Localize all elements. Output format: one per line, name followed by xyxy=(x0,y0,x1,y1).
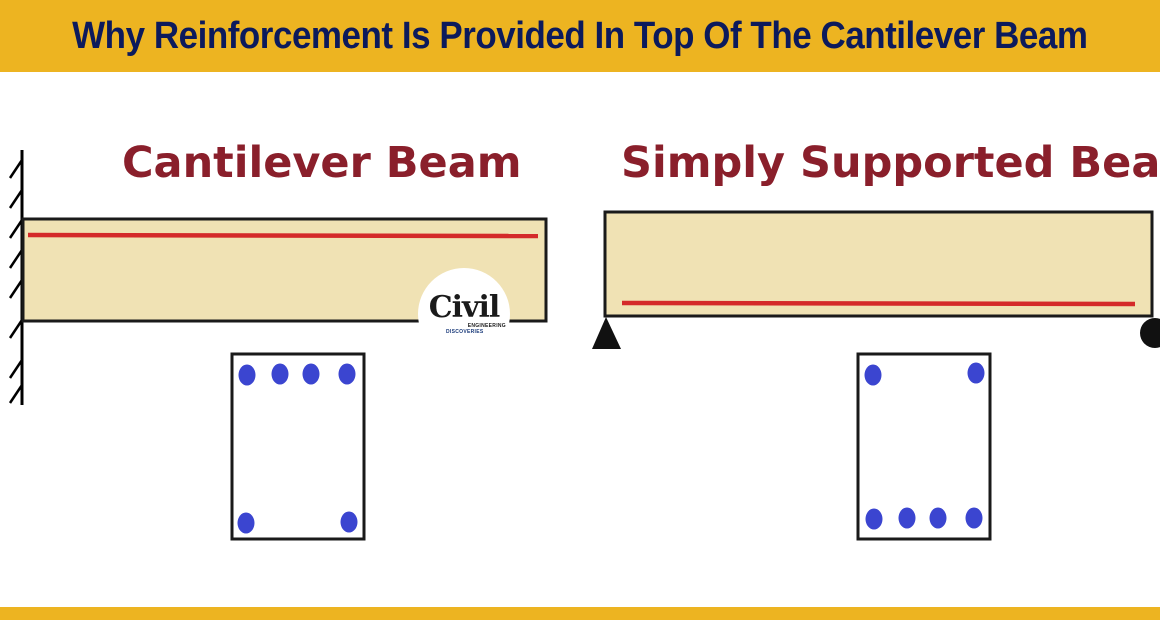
cantilever-top-rebar xyxy=(27,232,539,239)
bottom-bar xyxy=(340,511,358,533)
bottom-bar xyxy=(865,508,883,530)
simply-supported-cross-section xyxy=(856,352,992,541)
simply-supported-bottom-rebar xyxy=(621,300,1136,307)
civil-engineering-logo: Civil ENGINEERING DISCOVERIES xyxy=(418,268,510,360)
footer-banner xyxy=(0,607,1160,620)
logo-subtitle-1: ENGINEERING xyxy=(467,323,506,329)
logo-subtitle-2: DISCOVERIES xyxy=(446,329,484,335)
bottom-bar xyxy=(929,507,947,529)
top-bar xyxy=(271,363,289,385)
bottom-bar xyxy=(898,507,916,529)
header-banner: Why Reinforcement Is Provided In Top Of … xyxy=(0,0,1160,72)
cantilever-cross-section xyxy=(230,352,366,541)
top-bar xyxy=(302,363,320,385)
bottom-bar xyxy=(237,512,255,534)
bottom-bar xyxy=(965,507,983,529)
cantilever-beam-title: Cantilever Beam xyxy=(122,138,522,188)
page-title: Why Reinforcement Is Provided In Top Of … xyxy=(72,14,1088,57)
simply-supported-beam xyxy=(603,210,1154,318)
pin-support xyxy=(592,317,621,349)
top-bar xyxy=(238,364,256,386)
simply-supported-beam-title: Simply Supported Beam xyxy=(621,138,1160,188)
top-bar xyxy=(967,362,985,384)
fixed-support xyxy=(8,150,24,405)
top-bar xyxy=(864,364,882,386)
top-bar xyxy=(338,363,356,385)
roller-support xyxy=(1140,318,1160,348)
logo-word: Civil xyxy=(428,290,500,325)
